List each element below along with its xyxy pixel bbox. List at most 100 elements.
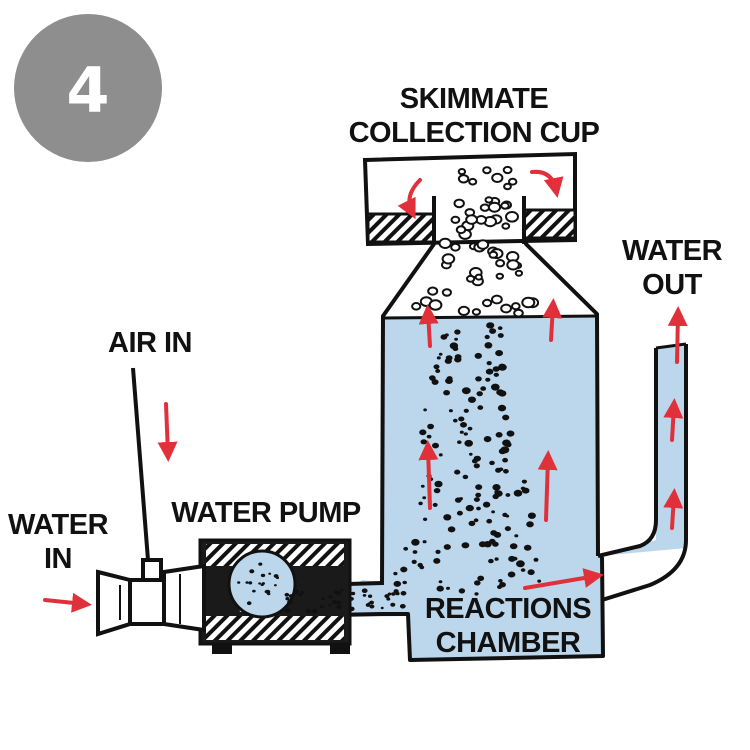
bubble [479, 203, 490, 212]
collection-cup-left-ledge [366, 212, 436, 244]
bubble [482, 501, 491, 508]
bubble [501, 222, 511, 230]
bubble [432, 442, 439, 449]
bubble [393, 580, 402, 587]
bubble [505, 514, 510, 518]
bubble [453, 418, 458, 423]
bubble [321, 597, 325, 600]
outlet-arrow-low [663, 488, 684, 530]
outlet-pipe-outer-wall [601, 344, 688, 602]
bubble [368, 594, 373, 598]
bubble [438, 580, 443, 584]
bubble [494, 557, 499, 561]
bubble [516, 560, 525, 568]
label-water-pump: WATER PUMP [171, 497, 361, 529]
water-pump-base-hatch [206, 616, 344, 640]
bubble [275, 576, 279, 579]
venturi-outlet [162, 563, 206, 633]
air-line [131, 367, 150, 561]
bubble [514, 269, 524, 277]
bubble [483, 541, 492, 548]
water-pump-foot-right [330, 644, 350, 654]
bubble [537, 579, 542, 583]
bubble [245, 581, 249, 584]
venturi-body [128, 578, 166, 626]
bubble [293, 590, 299, 595]
bubble [369, 604, 375, 609]
bubble [474, 273, 483, 281]
bubble [480, 386, 487, 391]
bubble [454, 329, 461, 335]
bubble [249, 569, 255, 574]
bubble [484, 334, 490, 340]
flow-arrows [43, 169, 688, 613]
bubble [300, 591, 305, 595]
bubble [453, 198, 465, 209]
bubble [477, 405, 484, 410]
bubble [511, 302, 521, 311]
bubble [433, 364, 440, 370]
bubble [473, 518, 479, 523]
bubble [498, 363, 507, 371]
bubble [476, 506, 481, 511]
bubble [488, 250, 499, 259]
bubble [267, 592, 271, 596]
bubble [411, 538, 420, 546]
bubble [422, 496, 427, 500]
air-in-arrow [157, 402, 178, 462]
bubble [493, 372, 499, 377]
bubble [438, 453, 443, 457]
bubble [455, 225, 467, 235]
bubble [464, 439, 474, 447]
bubble [520, 568, 526, 572]
bubble [471, 308, 481, 316]
bubble [487, 201, 502, 213]
bubble [332, 599, 338, 605]
bubble [429, 375, 436, 381]
bubble [433, 488, 441, 494]
bubble [432, 502, 438, 507]
bubble [497, 585, 502, 589]
bubble [434, 480, 443, 488]
bubble [258, 562, 263, 566]
bubble [484, 196, 494, 204]
bubble [456, 510, 463, 516]
labels: SKIMMATE COLLECTION CUP AIR IN WATER IN … [8, 83, 723, 659]
bubble [468, 520, 476, 527]
bubble [521, 487, 530, 494]
bubble [492, 484, 501, 491]
bubble [351, 591, 356, 596]
bubble [433, 558, 441, 564]
bubble [260, 573, 266, 578]
bubble [468, 177, 478, 186]
bubble [495, 272, 504, 280]
bubble [475, 484, 483, 490]
bubble [436, 585, 444, 592]
bubble [268, 572, 272, 575]
bubble [438, 352, 443, 356]
step-badge-circle [14, 14, 162, 162]
bubble [446, 376, 453, 381]
bubble [460, 422, 467, 428]
bubble [427, 423, 434, 430]
bubble [284, 592, 290, 597]
bubble [458, 588, 466, 594]
bubble [450, 242, 461, 252]
bubble [497, 326, 503, 330]
bubble [491, 383, 500, 391]
overflow-arrow-left [397, 178, 422, 220]
bubble [274, 584, 277, 587]
bubble [420, 484, 425, 488]
bubble [402, 580, 408, 585]
bubble [440, 334, 448, 340]
outlet-pipe [597, 342, 688, 602]
bubble [491, 294, 503, 305]
bubble [505, 211, 519, 223]
bubble [420, 439, 428, 445]
rise-arrow-top-left [418, 304, 439, 348]
bubble [258, 582, 261, 585]
bubble [476, 239, 490, 250]
bubble [457, 168, 467, 176]
bubble [328, 604, 332, 607]
bubble [287, 599, 293, 605]
